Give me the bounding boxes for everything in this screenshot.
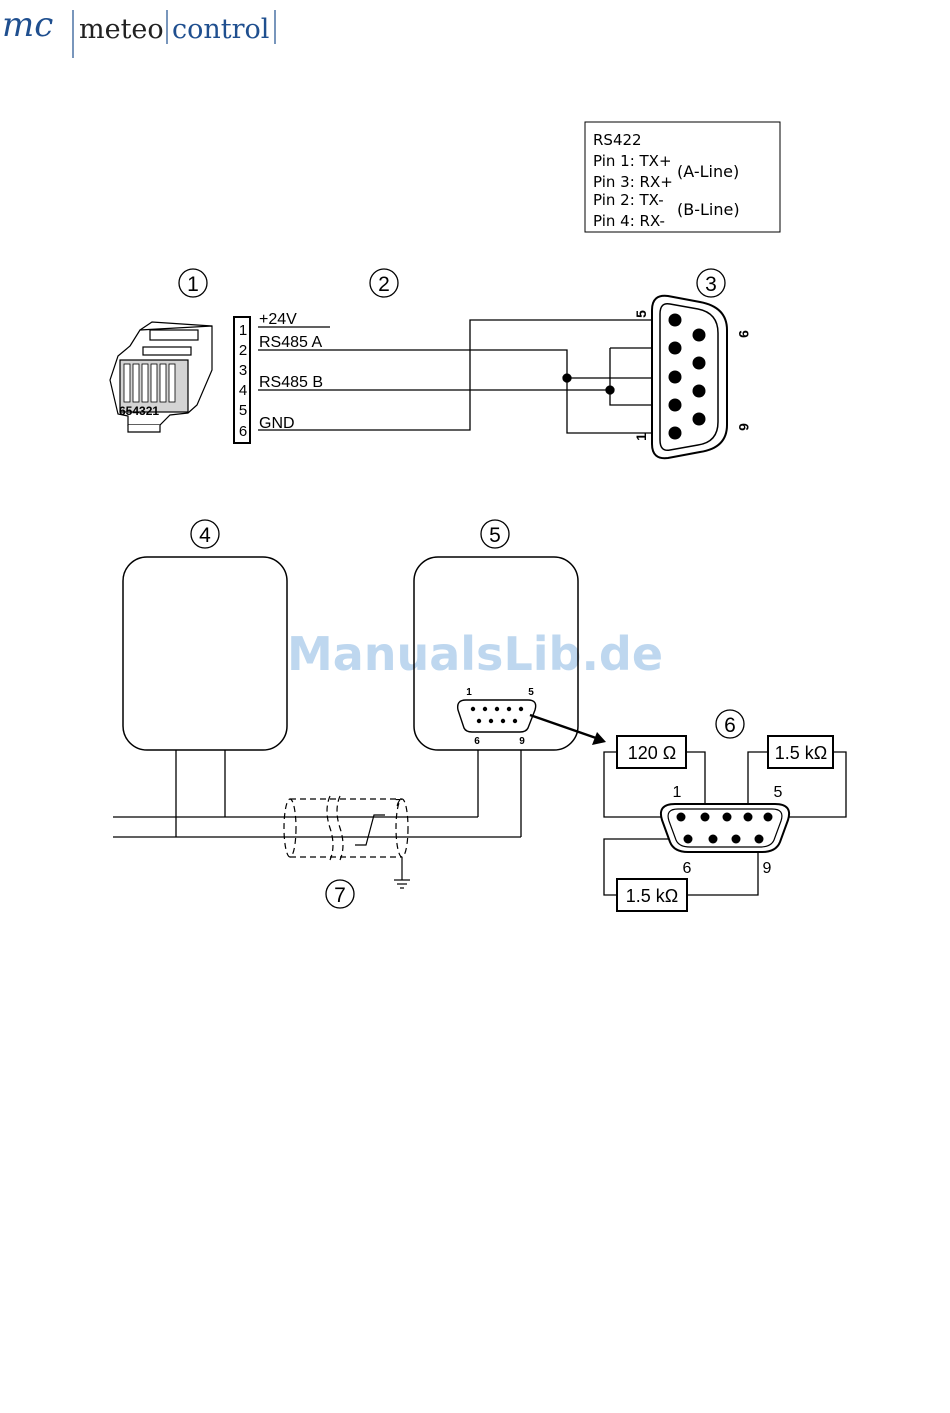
cable-shield-label: 7 [395, 798, 401, 809]
terminal-num-6: 6 [239, 423, 247, 440]
rs422-title: RS422 [593, 131, 642, 149]
termination-label-6: 6 [683, 860, 692, 877]
detail-arrow [530, 715, 606, 745]
terminal-strip: 1 2 3 4 5 6 +24V RS485 A RS485 B GND [234, 311, 323, 443]
callout-1: 1 [179, 269, 207, 297]
termination-detail: 120 Ω 1.5 kΩ 1.5 kΩ 1 5 6 9 [604, 736, 846, 911]
db9-top-label-1: 1 [633, 433, 649, 441]
rj-plug: 654321 [110, 322, 212, 432]
callout-3: 3 [697, 269, 725, 297]
device-5-db9-label-9: 9 [519, 736, 525, 747]
logo-brand-control: control [172, 14, 269, 45]
rs422-legend: RS422 Pin 1: TX+ Pin 3: RX+ Pin 2: TX- P… [585, 122, 780, 232]
signal-24v: +24V [259, 311, 297, 328]
callout-6-number: 6 [724, 714, 736, 737]
callout-3-number: 3 [705, 273, 717, 296]
callout-5: 5 [481, 520, 509, 548]
device-4-body [123, 557, 287, 750]
junction-a [563, 374, 571, 382]
rs422-pin4: Pin 4: RX- [593, 212, 665, 230]
rs422-b-line: (B-Line) [677, 200, 740, 219]
db9-top-label-9: 9 [736, 330, 752, 338]
resistor-1-5k-top-label: 1.5 kΩ [775, 743, 827, 763]
termination-label-1: 1 [673, 784, 682, 801]
callout-4: 4 [191, 520, 219, 548]
rs422-a-line: (A-Line) [677, 162, 739, 181]
logo-mark: mc [2, 5, 53, 45]
callout-5-number: 5 [489, 524, 501, 547]
meteocontrol-logo: mc meteo control [2, 5, 275, 58]
callout-6: 6 [716, 710, 744, 738]
callout-2: 2 [370, 269, 398, 297]
terminal-num-1: 1 [239, 322, 247, 339]
device-5-db9-label-1: 1 [466, 687, 472, 698]
resistor-1-5k-bottom-label: 1.5 kΩ [626, 886, 678, 906]
resistor-120-ohm-label: 120 Ω [628, 743, 677, 763]
watermark-text: ManualsLib.de [287, 627, 663, 681]
rj-plug-latch [143, 347, 191, 355]
termination-label-5: 5 [774, 784, 783, 801]
terminal-num-4: 4 [239, 382, 247, 399]
rj-plug-clip [150, 330, 198, 340]
bus-wiring [113, 750, 521, 837]
cable-shield-drain [355, 815, 410, 888]
callout-1-number: 1 [187, 273, 199, 296]
db9-top-label-5: 5 [633, 310, 649, 318]
callout-7: 7 [326, 880, 354, 908]
callout-7-number: 7 [334, 884, 346, 907]
db9-top-label-6: 6 [736, 423, 752, 431]
device-5-db9-connector [458, 700, 536, 732]
device-5-db9-label-5: 5 [528, 687, 534, 698]
junction-b [606, 386, 614, 394]
signal-rs485-a: RS485 A [259, 334, 322, 351]
device-4 [123, 557, 287, 750]
callout-2-number: 2 [378, 273, 390, 296]
terminal-num-5: 5 [239, 402, 247, 419]
logo-brand-meteo: meteo [79, 14, 164, 45]
cable-shield [284, 796, 408, 860]
device-5-db9-label-6: 6 [474, 736, 480, 747]
rj-plug-pin-numbers: 654321 [119, 404, 159, 418]
rs422-pin1: Pin 1: TX+ [593, 152, 672, 170]
rs422-pin3: Pin 3: RX+ [593, 173, 673, 191]
termination-label-9: 9 [763, 860, 772, 877]
rs422-pin2: Pin 2: TX- [593, 191, 664, 209]
callout-4-number: 4 [199, 524, 211, 547]
terminal-num-3: 3 [239, 362, 247, 379]
signal-rs485-b: RS485 B [259, 374, 323, 391]
terminal-num-2: 2 [239, 342, 247, 359]
